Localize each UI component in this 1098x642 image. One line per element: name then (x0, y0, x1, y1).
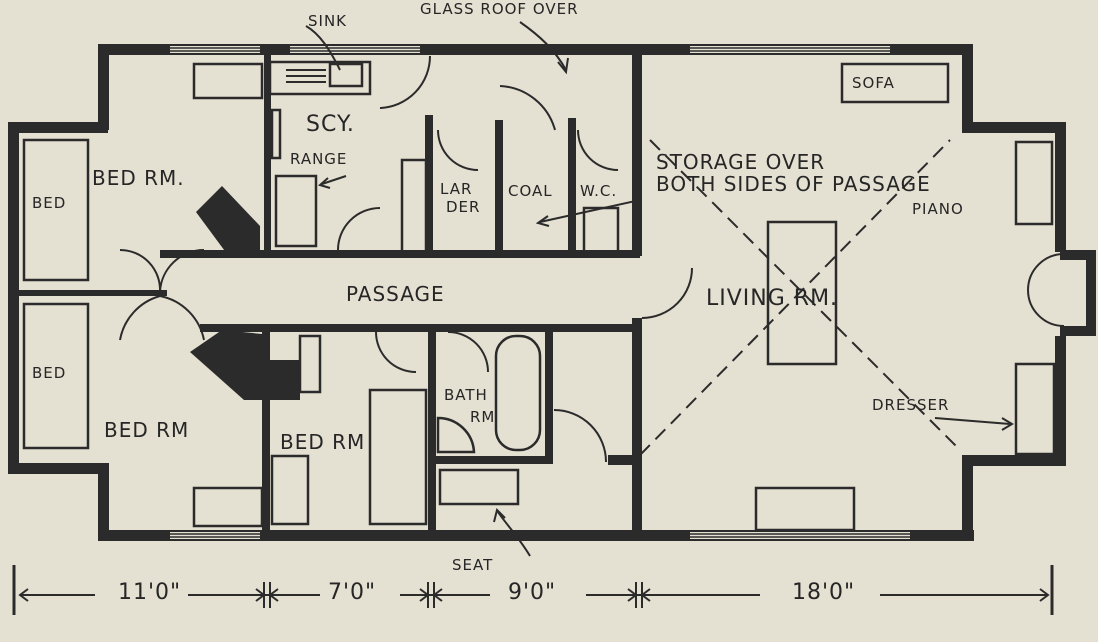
label-bed-rm-bottom-left: BED RM (104, 418, 190, 442)
door-swings (119, 55, 1065, 463)
label-seat: SEAT (452, 556, 494, 574)
label-larder-2: DER (446, 198, 481, 216)
windows (170, 46, 910, 539)
leader-arrows (305, 21, 1014, 557)
label-dresser: DRESSER (872, 396, 950, 414)
label-living-rm: LIVING RM. (706, 286, 839, 311)
label-glass-roof: GLASS ROOF OVER (420, 0, 579, 18)
cabinet-bottom (192, 486, 264, 528)
label-storage-2: BOTH SIDES OF PASSAGE (656, 172, 931, 196)
piano (1014, 140, 1054, 226)
dimension-18ft: 18'0" (792, 580, 856, 605)
furniture (22, 60, 1056, 532)
label-bath-2: RM (470, 408, 496, 426)
label-wc: W.C. (580, 182, 618, 200)
dresser (1014, 362, 1056, 456)
label-passage: PASSAGE (346, 282, 445, 306)
wc-fixture (582, 206, 620, 254)
dimension-11ft: 11'0" (118, 580, 182, 605)
label-piano: PIANO (912, 200, 964, 218)
label-bed-top: BED (32, 194, 67, 212)
label-sink: SINK (308, 12, 348, 30)
label-bath-1: BATH (444, 386, 488, 404)
label-storage-1: STORAGE OVER (656, 150, 826, 174)
range (274, 174, 318, 248)
dimension-7ft: 7'0" (328, 580, 377, 605)
interior-walls (12, 44, 642, 540)
bed-top-left (22, 138, 90, 282)
label-bed-rm-top: BED RM. (92, 166, 185, 190)
bathtub (494, 334, 542, 452)
label-scullery: SCY. (306, 112, 355, 137)
cabinet-top (192, 62, 264, 100)
bed-bottom-left (22, 302, 90, 450)
living-table (766, 220, 838, 366)
label-bed-bottom: BED (32, 364, 67, 382)
exterior-walls (8, 44, 1096, 541)
label-coal: COAL (508, 182, 553, 200)
living-sideboard (754, 486, 856, 532)
label-range: RANGE (290, 150, 348, 168)
label-bed-rm-bottom-mid: BED RM (280, 430, 366, 454)
sink-counter (268, 60, 372, 96)
ceiling-diagonals (639, 139, 961, 456)
dimension-line (12, 565, 1054, 615)
sofa (840, 62, 950, 104)
seat (438, 468, 520, 506)
dimension-9ft: 9'0" (508, 580, 557, 605)
label-sofa: SOFA (852, 74, 895, 92)
label-larder: LAR (440, 180, 473, 198)
